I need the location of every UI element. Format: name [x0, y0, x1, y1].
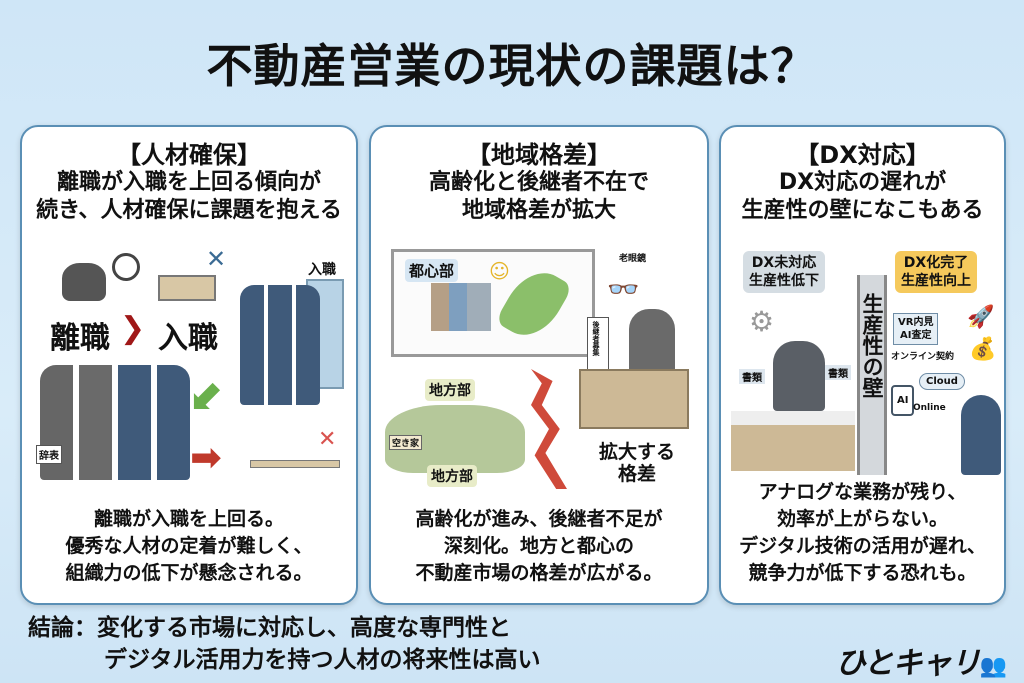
people-icon: 👥 — [979, 654, 1007, 679]
x-mark-icon: ✕ — [318, 427, 337, 452]
body-text: 高齢化が進み、後継者不足が — [415, 508, 663, 530]
smile-icon: ☺ — [489, 259, 510, 283]
conclusion-line: デジタル活用力を持つ人材の将来性は高い — [104, 647, 541, 673]
box-line: AI査定 — [899, 330, 932, 341]
vr-ai-box: VR内見 AI査定 — [893, 313, 939, 345]
modern-worker-figure — [961, 395, 1001, 475]
documents-label: 書類 — [825, 365, 851, 380]
join-label: 入職 — [158, 321, 218, 356]
logo-text: ひとキャリ — [835, 646, 980, 681]
panel-subheading: 離職が入職を上回る傾向が — [56, 170, 321, 195]
conclusion-line: 結論：変化する市場に対応し、高度な専門性と — [28, 615, 511, 641]
money-bag-icon: 💰 — [969, 337, 997, 362]
paper-stack-desk — [731, 411, 855, 471]
panel-heading: 【DX対応】 — [795, 141, 930, 169]
documents-label: 書類 — [739, 369, 765, 384]
panel-subheading: 地域格差が拡大 — [461, 198, 616, 223]
box-line: VR内見 — [898, 317, 934, 328]
vacant-house-sign: 空き家 — [389, 435, 423, 450]
online-label: Online — [913, 403, 946, 413]
resignation-letter: 辞表 — [36, 445, 62, 464]
empty-desk-icon — [250, 460, 340, 468]
panel-heading: 【人材確保】 — [117, 141, 261, 169]
online-contract-label: オンライン契約 — [891, 352, 955, 362]
rocket-icon: 🚀 — [967, 305, 995, 330]
body-text: 離職が入職を上回る。 — [93, 508, 284, 530]
gap-label: 拡大する 格差 — [599, 441, 675, 485]
leaving-employees-figures — [40, 365, 190, 480]
dx-not-adopted-box: DX未対応 生産性低下 — [743, 251, 825, 293]
panel-subheading: 高齢化と後継者不在で — [428, 170, 649, 195]
body-text: デジタル技術の活用が遅れ、 — [739, 535, 986, 557]
panel-subheading: DX対応の遅れが — [778, 170, 947, 195]
office-worker-figure — [773, 341, 825, 411]
body-text: 深刻化。地方と都心の — [443, 535, 634, 557]
brand-logo: ひとキャリ👥 — [835, 638, 1007, 682]
greater-than-icon: ❯ — [120, 311, 146, 346]
ai-tablet: AI — [891, 385, 915, 416]
rural-label: 地方部 — [425, 379, 475, 401]
wall-label: 生産性の壁 — [860, 293, 884, 398]
buildings-icon — [431, 283, 491, 331]
panel-heading: 【地域格差】 — [467, 141, 611, 169]
conclusion: 結論：変化する市場に対応し、高度な専門性と デジタル活用力を持つ人材の将来性は高… — [28, 612, 541, 676]
box-line: DX化完了 — [903, 255, 969, 271]
panel-regional-gap: 【地域格差】 高齢化と後継者不在で 地域格差が拡大 都心部 ☺ 老眼鏡 👓 後継… — [369, 125, 709, 605]
dx-completed-box: DX化完了 生産性向上 — [895, 251, 977, 293]
box-line: 生産性向上 — [901, 273, 971, 289]
crack-icon — [531, 369, 567, 489]
body-text: アナログな業務が残り、 — [758, 481, 967, 503]
rural-label: 地方部 — [427, 465, 477, 487]
box-line: DX未対応 — [751, 255, 817, 271]
weight-icon — [62, 263, 106, 301]
glasses-label: 老眼鏡 — [619, 254, 647, 264]
new-hires-figures — [240, 285, 320, 405]
panel-human-resources: 【人材確保】 離職が入職を上回る傾向が 続き、人材確保に課題を抱える ✕ 入職 … — [20, 125, 358, 605]
box-line: 生産性低下 — [749, 273, 819, 289]
productivity-wall — [857, 275, 887, 475]
glasses-icon: 👓 — [607, 275, 640, 305]
red-arrow-icon: ➡ — [190, 435, 222, 479]
gear-icon: ⚙ — [749, 305, 775, 338]
panel-subheading: 続き、人材確保に課題を抱える — [36, 198, 342, 223]
clock-icon — [112, 253, 140, 281]
body-text: 競争力が低下する恐れも。 — [748, 562, 977, 584]
body-text: 組織力の低下が懸念される。 — [65, 562, 313, 584]
body-text: 優秀な人材の定着が難しく、 — [65, 535, 313, 557]
gap-label-line: 拡大する — [599, 441, 676, 463]
urban-label: 都心部 — [405, 259, 459, 282]
body-text: 効率が上がらない。 — [776, 508, 948, 530]
panel-subheading: 生産性の壁になこもある — [741, 198, 984, 223]
illustration-regional: 都心部 ☺ 老眼鏡 👓 後継者募集 地方部 空き家 地方部 拡大する 格差 — [379, 245, 699, 605]
page-title: 不動産営業の現状の課題は？ — [206, 39, 818, 93]
body-text: 不動産市場の格差が広がる。 — [415, 562, 663, 584]
office-desk — [579, 369, 689, 429]
leave-label: 離職 — [50, 321, 110, 356]
desk-icon — [158, 275, 216, 301]
panel-dx: 【DX対応】 DX対応の遅れが 生産性の壁になこもある DX未対応 生産性低下 … — [719, 125, 1006, 605]
door-label: 入職 — [308, 262, 336, 278]
illustration-turnover: ✕ 入職 離職 ❯ 入職 ⬋ 辞表 ➡ ✕ — [30, 245, 348, 605]
illustration-dx: DX未対応 生産性低下 DX化完了 生産性向上 生産性の壁 ⚙ 書類 書類 VR… — [729, 245, 1001, 605]
x-mark-icon: ✕ — [206, 245, 227, 273]
cloud-label: Cloud — [919, 373, 965, 390]
successor-sign-text: 後継者募集 — [592, 321, 600, 356]
green-arrow-icon: ⬋ — [190, 369, 226, 418]
gap-label-line: 格差 — [618, 463, 657, 485]
